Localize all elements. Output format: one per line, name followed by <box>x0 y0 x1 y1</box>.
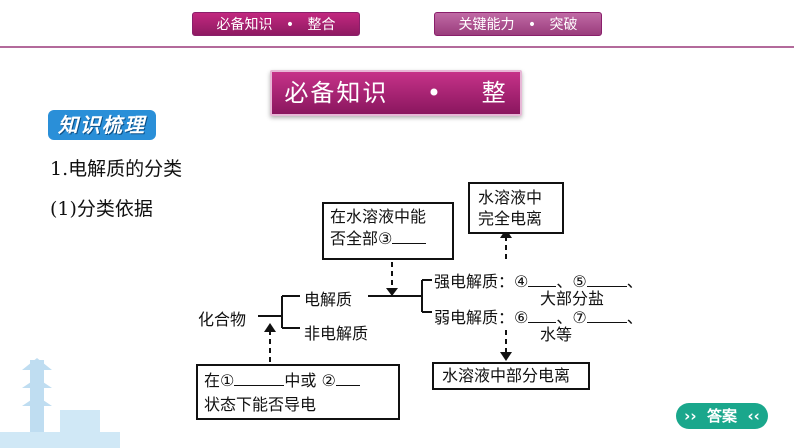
arrow-partial <box>500 352 512 361</box>
weak-electrolyte-row: 弱电解质：⑥、⑦、 <box>434 304 643 328</box>
banner-right: 整 <box>481 79 508 107</box>
blank-2 <box>335 371 360 386</box>
compound-label: 化合物 <box>198 310 247 329</box>
tab-label-right: 整合 <box>307 17 336 33</box>
blank-1 <box>234 371 285 386</box>
weak-sep-2: 、 <box>626 308 643 327</box>
nav-divider <box>0 46 794 48</box>
blank-3 <box>392 229 427 244</box>
marker-7: ⑦ <box>572 308 587 327</box>
pagoda-watermark-icon <box>0 358 120 448</box>
criterion-line2-text: 否全部③ <box>330 229 393 248</box>
partial-ionization-box: 水溶液中部分电离 <box>432 362 590 390</box>
non-electrolyte-label: 非电解质 <box>304 324 369 343</box>
tab-essential-knowledge[interactable]: 必备知识 • 整合 <box>192 12 360 36</box>
weak-electrolyte-line2: 水等 <box>540 325 573 344</box>
strong-electrolyte-row: 强电解质：④、⑤、 <box>434 268 643 292</box>
conduct-text-1: 在① <box>204 371 235 390</box>
marker-4: ④ <box>514 272 529 291</box>
conduct-text-2: 中或 ② <box>284 371 336 390</box>
full-ionization-line2: 完全电离 <box>478 209 543 228</box>
marker-5: ⑤ <box>572 272 587 291</box>
heading-criterion: (1)分类依据 <box>50 198 153 220</box>
heading-classification: 1.电解质的分类 <box>50 158 183 180</box>
arrow-conduct <box>264 323 276 332</box>
full-ionization-line1: 水溶液中 <box>478 188 543 207</box>
blank-4 <box>528 272 557 287</box>
answer-label: 答案 <box>706 407 737 425</box>
section-banner: 必备知识 • 整 <box>270 70 522 116</box>
answer-chevron-left-icon: ›› <box>684 407 697 425</box>
tab-label-left: 必备知识 <box>216 17 273 33</box>
strong-electrolyte-line2: 大部分盐 <box>540 289 605 308</box>
tab-label-right: 突破 <box>549 17 578 33</box>
criterion-line1: 在水溶液中能 <box>330 207 427 226</box>
knowledge-review-badge: 知识梳理 <box>48 110 156 140</box>
banner-dot: • <box>426 79 444 107</box>
strong-electrolyte-label: 强电解质： <box>434 272 515 291</box>
conduct-line2: 状态下能否导电 <box>204 395 317 414</box>
marker-6: ⑥ <box>514 308 529 327</box>
conduct-box: 在① 中或 ② 状态下能否导电 <box>196 364 400 420</box>
tab-label-left: 关键能力 <box>458 17 515 33</box>
weak-electrolyte-label: 弱电解质： <box>434 308 515 327</box>
criterion-line2: 否全部③ <box>330 228 446 250</box>
tab-separator-dot: • <box>527 17 537 33</box>
answer-chevron-right-icon: ‹‹ <box>747 407 760 425</box>
strong-sep-1: 、 <box>556 272 573 291</box>
weak-sep-1: 、 <box>556 308 573 327</box>
conduct-line1: 在① 中或 ② <box>204 369 392 393</box>
criterion-box: 在水溶液中能 否全部③ <box>322 202 454 260</box>
full-ionization-box: 水溶液中 完全电离 <box>468 182 564 234</box>
blank-6 <box>528 308 557 323</box>
electrolyte-label: 电解质 <box>304 290 353 309</box>
strong-sep-2: 、 <box>626 272 643 291</box>
blank-7 <box>586 308 627 323</box>
blank-5 <box>586 272 627 287</box>
banner-left: 必备知识 <box>284 79 389 107</box>
tab-key-ability[interactable]: 关键能力 • 突破 <box>434 12 602 36</box>
arrow-criterion <box>386 288 398 296</box>
answer-button[interactable]: ›› 答案 ‹‹ <box>676 403 768 429</box>
tab-separator-dot: • <box>285 17 295 33</box>
